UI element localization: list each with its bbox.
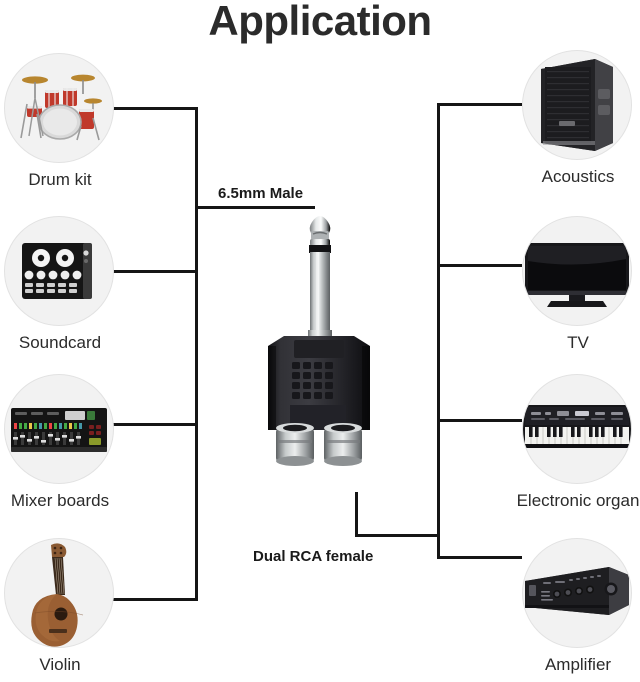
left-branch-violin — [113, 598, 198, 601]
item-label-electronic-organ: Electronic organ — [516, 491, 640, 510]
right-bracket-spine — [437, 103, 440, 559]
left-branch-drum — [113, 107, 198, 110]
item-acoustics[interactable]: Acoustics — [522, 50, 634, 186]
left-bracket-spine — [195, 107, 198, 601]
item-soundcard[interactable]: Soundcard — [4, 216, 116, 352]
item-violin[interactable]: Violin — [4, 538, 116, 674]
mixer-board-icon — [11, 408, 107, 452]
acoustics-circle — [522, 50, 632, 160]
item-electronic-organ[interactable]: Electronic organ — [517, 374, 639, 510]
mixer-board-circle — [4, 374, 114, 484]
right-branch-amplifier — [437, 556, 522, 559]
page-title: Application — [208, 0, 432, 44]
plug-callout-label: 6.5mm Male — [218, 185, 304, 202]
left-branch-mixer — [113, 423, 198, 426]
adapter-svg — [268, 216, 370, 466]
electronic-organ-circle — [522, 374, 632, 484]
violin-icon — [31, 543, 84, 647]
item-label-mixer-boards: Mixer boards — [10, 491, 110, 510]
plug-callout-line — [195, 206, 315, 209]
rca-callout-line — [355, 534, 440, 537]
speaker-icon — [541, 59, 613, 151]
amplifier-icon — [525, 567, 629, 615]
item-drum-kit[interactable]: Drum kit — [4, 53, 116, 189]
left-branch-soundcard — [113, 270, 198, 273]
soundcard-circle — [4, 216, 114, 326]
rca-callout-label: Dual RCA female — [253, 548, 374, 565]
right-branch-organ — [437, 419, 522, 422]
right-branch-tv — [437, 264, 522, 267]
item-amplifier[interactable]: Amplifier — [522, 538, 634, 674]
item-label-acoustics: Acoustics — [541, 167, 615, 186]
right-branch-acoustics — [437, 103, 522, 106]
violin-circle — [4, 538, 114, 648]
item-label-tv: TV — [567, 333, 589, 352]
item-tv[interactable]: TV — [522, 216, 634, 352]
tv-circle — [522, 216, 632, 326]
rca-callout-drop — [355, 492, 358, 537]
adapter-product-image — [250, 200, 390, 510]
drum-kit-icon — [20, 74, 102, 141]
keyboard-icon — [523, 405, 631, 448]
item-label-drum-kit: Drum kit — [28, 170, 92, 189]
item-mixer-boards[interactable]: Mixer boards — [4, 374, 116, 510]
soundcard-icon — [22, 243, 92, 299]
amplifier-circle — [522, 538, 632, 648]
item-label-violin: Violin — [39, 655, 81, 674]
drum-kit-circle — [4, 53, 114, 163]
item-label-amplifier: Amplifier — [544, 655, 612, 674]
item-label-soundcard: Soundcard — [18, 333, 102, 352]
television-icon — [525, 243, 629, 307]
